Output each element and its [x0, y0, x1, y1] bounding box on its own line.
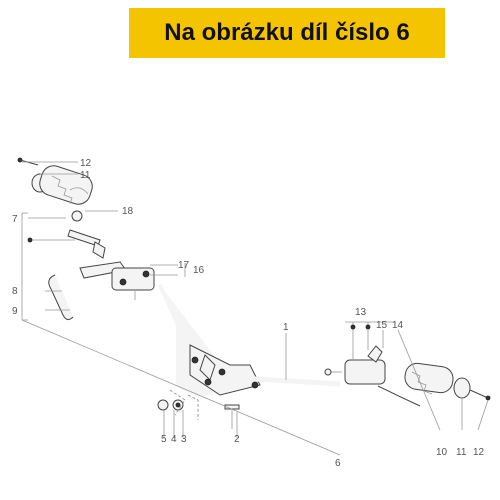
callout-10: 10: [436, 447, 448, 458]
callout-7: 7: [12, 214, 18, 225]
callout-4: 4: [171, 434, 177, 445]
callout-labels: 12 11 18 7 17 16 8 9 1 13 15 14 5 4 3 2 …: [12, 158, 485, 469]
handlebar: [158, 284, 341, 398]
right-grip-assembly: [404, 362, 491, 401]
callout-6: 6: [335, 458, 341, 469]
callout-8: 8: [12, 286, 18, 297]
left-grip-assembly: [17, 157, 106, 259]
left-lever-assembly: [48, 261, 155, 321]
callout-17: 17: [178, 260, 190, 271]
callout-11-left: 11: [80, 170, 91, 181]
banner-text: Na obrázku díl číslo 6: [164, 19, 410, 46]
callout-14: 14: [392, 320, 404, 331]
callout-3: 3: [181, 434, 187, 445]
callout-1: 1: [283, 322, 289, 333]
part-number-banner: Na obrázku díl číslo 6: [129, 8, 445, 58]
right-control-assembly: [324, 345, 421, 407]
leader-lines: [21, 161, 489, 456]
fastener-parts: [157, 399, 240, 429]
callout-18: 18: [122, 206, 134, 217]
callout-9: 9: [12, 306, 18, 317]
callout-12-left: 12: [80, 158, 92, 169]
callout-16: 16: [193, 265, 205, 276]
callout-12-right: 12: [473, 447, 485, 458]
callout-13: 13: [355, 307, 367, 318]
callout-5: 5: [161, 434, 167, 445]
callout-2: 2: [234, 434, 240, 445]
callout-11-right: 11: [456, 447, 467, 458]
callout-15: 15: [376, 320, 388, 331]
